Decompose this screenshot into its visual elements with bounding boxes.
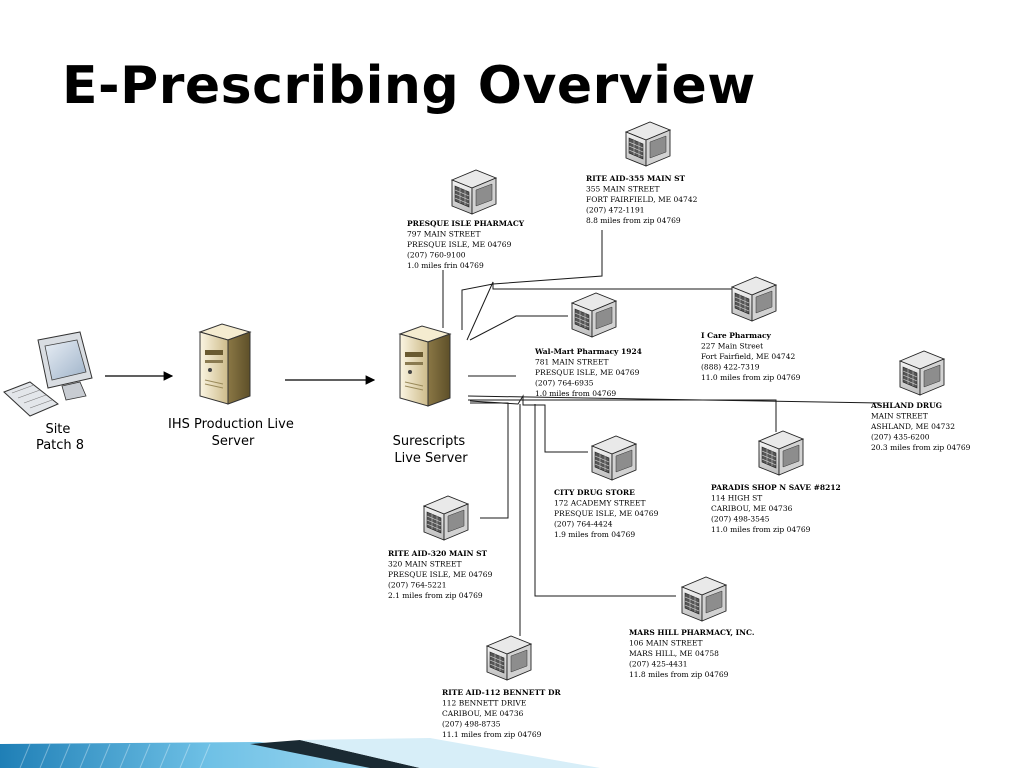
pharmacy-city: PRESQUE ISLE, ME 04769 <box>407 240 512 249</box>
ihs-server-icon <box>199 323 251 405</box>
pharmacy-phone: (207) 472-1191 <box>586 206 645 215</box>
pharmacy-building-icon <box>451 169 497 215</box>
pharmacy-address: 106 MAIN STREET <box>629 639 702 648</box>
pharmacy-distance: 20.3 miles from zip 04769 <box>871 443 971 452</box>
pharmacy-name: PARADIS SHOP N SAVE #8212 <box>711 483 841 492</box>
pharmacy-distance: 11.0 miles from zip 04769 <box>711 525 811 534</box>
pharmacy-info: RITE AID-320 MAIN ST 320 MAIN STREET PRE… <box>388 549 493 600</box>
pharmacy-building-icon <box>423 495 469 541</box>
pharmacy-info: PRESQUE ISLE PHARMACY 797 MAIN STREET PR… <box>407 219 525 270</box>
pharmacy-name: RITE AID-112 BENNETT DR <box>442 688 561 697</box>
pharmacy-phone: (207) 435-6200 <box>871 433 930 442</box>
pharmacy-city: CARIBOU, ME 04736 <box>442 709 524 718</box>
pharmacy-building-icon <box>681 576 727 622</box>
pharmacy-building-icon <box>731 276 777 322</box>
pharmacy-distance: 1.9 miles from 04769 <box>554 530 635 539</box>
pharmacy-address: 227 Main Street <box>701 342 763 351</box>
pharmacy-address: 112 BENNETT DRIVE <box>442 699 526 708</box>
pharmacy-address: 797 MAIN STREET <box>407 230 480 239</box>
slide-title: E-Prescribing Overview <box>62 56 756 116</box>
pharmacy-building-icon <box>571 292 617 338</box>
pharmacy-name: MARS HILL PHARMACY, INC. <box>629 628 754 637</box>
surescripts-server-label: Surescripts Live Server <box>393 434 470 466</box>
pharmacy-distance: 1.0 miles frin 04769 <box>407 261 484 270</box>
pharmacy-name: PRESQUE ISLE PHARMACY <box>407 219 525 228</box>
site-label: Site Patch 8 <box>36 422 84 453</box>
pharmacy-distance: 11.1 miles from zip 04769 <box>442 730 542 739</box>
pharmacy-info: Wal-Mart Pharmacy 1924 781 MAIN STREET P… <box>534 347 642 398</box>
pharmacy-building-icon <box>486 635 532 681</box>
pharmacy-address: 114 HIGH ST <box>711 494 762 503</box>
pharmacy-building-icon <box>758 430 804 476</box>
pharmacy-info: ASHLAND DRUG MAIN STREET ASHLAND, ME 047… <box>870 401 971 452</box>
pharmacy-city: ASHLAND, ME 04732 <box>870 422 955 431</box>
pharmacy-phone: (207) 425-4431 <box>629 660 688 669</box>
pharmacy-phone: (207) 764-4424 <box>554 520 613 529</box>
pharmacy-address: 320 MAIN STREET <box>388 560 461 569</box>
pharmacy-city: PRESQUE ISLE, ME 04769 <box>535 368 640 377</box>
pharmacy-info: PARADIS SHOP N SAVE #8212 114 HIGH ST CA… <box>711 483 841 534</box>
workstation-icon <box>3 331 93 417</box>
pharmacy-phone: (207) 764-5221 <box>388 581 447 590</box>
pharmacy-info: MARS HILL PHARMACY, INC. 106 MAIN STREET… <box>629 628 754 679</box>
connection-lines <box>442 230 881 636</box>
pharmacy-city: PRESQUE ISLE, ME 04769 <box>554 509 659 518</box>
pharmacy-name: RITE AID-320 MAIN ST <box>388 549 488 558</box>
pharmacy-distance: 11.0 miles from zip 04769 <box>701 373 801 382</box>
pharmacy-phone: (207) 764-6935 <box>535 379 594 388</box>
pharmacy-distance: 2.1 miles from zip 04769 <box>388 591 483 600</box>
pharmacy-name: I Care Pharmacy <box>701 331 772 340</box>
pharmacy-info: RITE AID-355 MAIN ST 355 MAIN STREET FOR… <box>586 174 698 225</box>
pharmacy-info: RITE AID-112 BENNETT DR 112 BENNETT DRIV… <box>442 688 561 739</box>
pharmacy-name: CITY DRUG STORE <box>554 488 635 497</box>
pharmacy-phone: (207) 498-3545 <box>711 515 770 524</box>
pharmacy-building-icon <box>591 435 637 481</box>
pharmacy-building-icon <box>625 121 671 167</box>
surescripts-server-icon <box>399 325 451 407</box>
pharmacy-name: Wal-Mart Pharmacy 1924 <box>534 347 642 356</box>
pharmacy-info: I Care Pharmacy 227 Main Street Fort Fai… <box>701 331 801 382</box>
pharmacy-phone: (888) 422-7319 <box>701 363 760 372</box>
pharmacy-city: CARIBOU, ME 04736 <box>711 504 793 513</box>
ihs-server-label: IHS Production Live Server <box>168 417 298 449</box>
pharmacy-name: ASHLAND DRUG <box>870 401 942 410</box>
pharmacy-phone: (207) 760-9100 <box>407 251 466 260</box>
pharmacy-name: RITE AID-355 MAIN ST <box>586 174 686 183</box>
pharmacy-distance: 8.8 miles from zip 04769 <box>586 216 681 225</box>
pharmacy-distance: 1.0 miles from 04769 <box>535 389 616 398</box>
pharmacy-phone: (207) 498-8735 <box>442 720 501 729</box>
pharmacy-address: MAIN STREET <box>871 412 928 421</box>
pharmacy-address: 172 ACADEMY STREET <box>554 499 646 508</box>
pharmacy-city: Fort Fairfield, ME 04742 <box>701 352 795 361</box>
footer-band <box>0 738 600 768</box>
pharmacy-distance: 11.8 miles from zip 04769 <box>629 670 729 679</box>
pharmacy-city: PRESQUE ISLE, ME 04769 <box>388 570 493 579</box>
pharmacy-address: 355 MAIN STREET <box>586 185 659 194</box>
pharmacy-address: 781 MAIN STREET <box>535 358 608 367</box>
pharmacy-building-icon <box>899 350 945 396</box>
pharmacy-city: MARS HILL, ME 04758 <box>629 649 719 658</box>
pharmacy-info: CITY DRUG STORE 172 ACADEMY STREET PRESQ… <box>554 488 659 539</box>
pharmacy-city: FORT FAIRFIELD, ME 04742 <box>586 195 698 204</box>
